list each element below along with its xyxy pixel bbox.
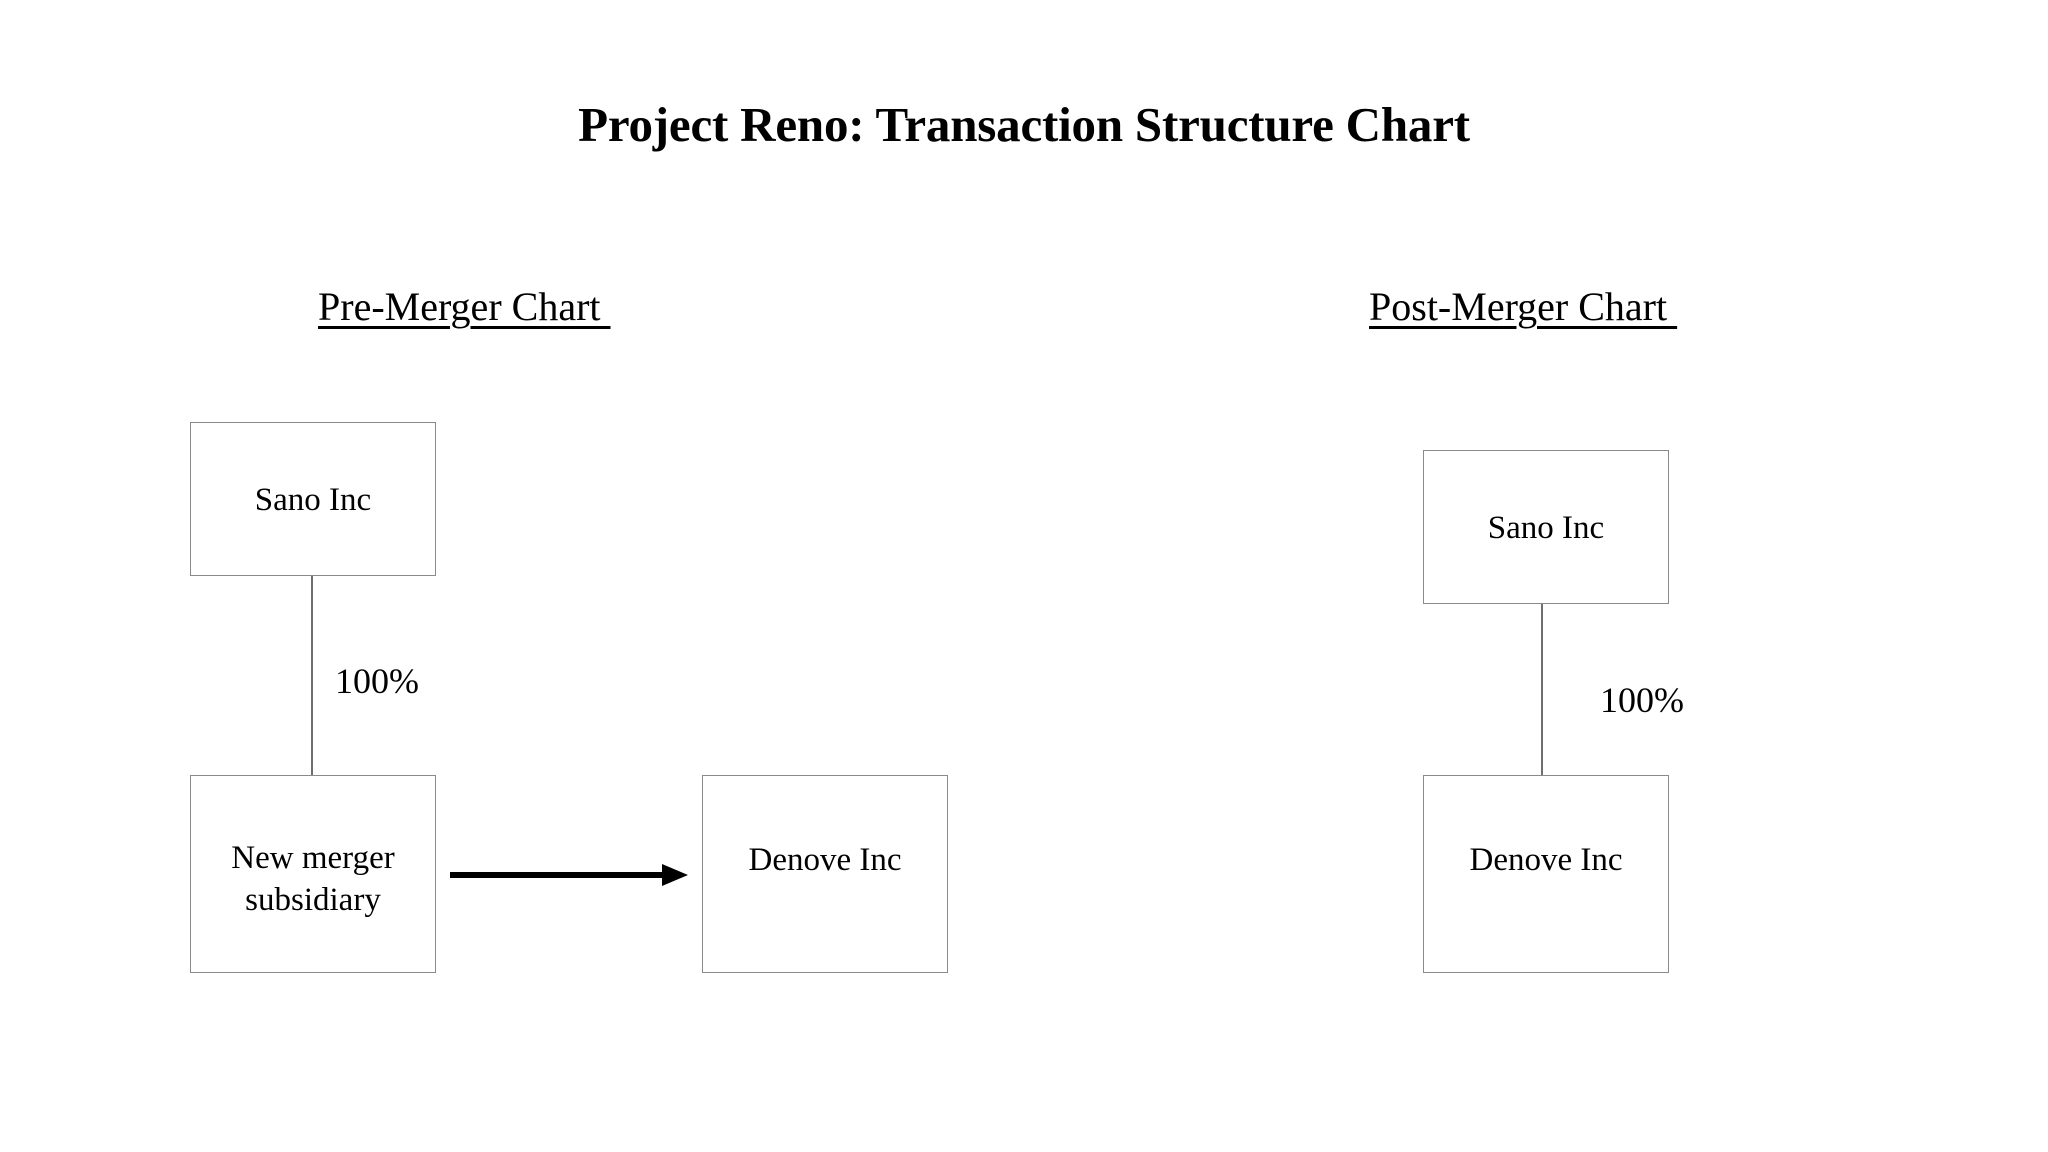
ownership-label-pre-merger: 100% xyxy=(335,661,419,701)
entity-box-post-sano-inc: Sano Inc xyxy=(1423,450,1669,604)
page-title: Project Reno: Transaction Structure Char… xyxy=(578,97,1470,152)
entity-label-pre-denove-inc: Denove Inc xyxy=(748,842,902,878)
entity-box-new-merger-subsidiary: New merger subsidiary xyxy=(190,775,436,973)
post-merger-heading: Post-Merger Chart xyxy=(1369,284,1678,329)
entity-label-new-merger-subsidiary: New merger subsidiary xyxy=(231,840,395,918)
connector-pre-sano-to-merger-sub xyxy=(311,576,313,776)
entity-label-post-sano-inc: Sano Inc xyxy=(1487,510,1605,546)
entity-box-post-denove-inc: Denove Inc xyxy=(1423,775,1669,973)
merger-arrow-icon xyxy=(450,864,688,886)
entity-box-pre-denove-inc: Denove Inc xyxy=(702,775,948,973)
connector-post-sano-to-denove xyxy=(1541,604,1543,776)
entity-label-post-denove-inc: Denove Inc xyxy=(1469,842,1623,878)
pre-merger-heading: Pre-Merger Chart xyxy=(318,284,611,329)
entity-box-pre-sano-inc: Sano Inc xyxy=(190,422,436,576)
ownership-label-post-merger: 100% xyxy=(1600,680,1684,720)
entity-label-pre-sano-inc: Sano Inc xyxy=(254,482,372,518)
